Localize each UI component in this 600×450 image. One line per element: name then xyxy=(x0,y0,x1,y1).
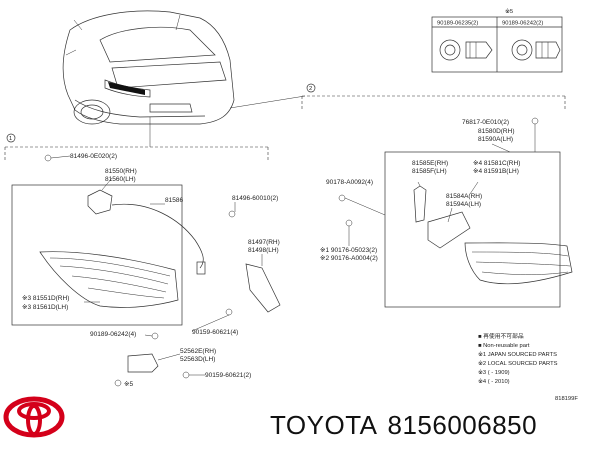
label-81496-0E020: 81496-0E020(2) xyxy=(70,153,117,160)
legend-line-2: ■ Non-reusable part xyxy=(478,343,530,349)
label-81584A: 81584A(RH) xyxy=(446,193,482,200)
car-rear-illustration xyxy=(62,10,235,125)
label-81594A: 81594A(LH) xyxy=(446,201,481,208)
inset-part-1: 90189-06235(2) xyxy=(437,21,478,27)
left-group: 81496-0E020(2) 81550(RH) 81560(LH) 81586… xyxy=(11,153,281,388)
legend-line-3: ※1 JAPAN SOURCED PARTS xyxy=(478,351,557,358)
label-90178-A0092: 90178-A0092(4) xyxy=(326,179,373,186)
label-90176-A0004: ※2 90176-A0004(2) xyxy=(320,255,378,262)
label-52563D: 52563D(LH) xyxy=(180,356,215,363)
inset-note: ※5 xyxy=(505,8,513,15)
part-number: 8156006850 xyxy=(387,410,538,440)
legend-line-5: ※3 ( - 1909) xyxy=(478,369,510,376)
label-90159-60621-4: 90159-60621(4) xyxy=(192,329,238,336)
label-52562E: 52562E(RH) xyxy=(180,348,216,355)
brand-name: TOYOTA xyxy=(270,410,378,440)
callout-1-label: 1 xyxy=(9,136,12,142)
label-81560: 81560(LH) xyxy=(105,176,136,183)
label-81585F: 81585F(LH) xyxy=(412,168,447,175)
label-81497: 81497(RH) xyxy=(248,239,280,246)
label-81551D: ※3 81551D(RH) xyxy=(22,295,69,302)
label-81496-60010: 81496-60010(2) xyxy=(232,195,278,202)
inset-part-2: 90189-06242(2) xyxy=(502,21,543,27)
label-90159-60621-2: 90159-60621(2) xyxy=(205,372,251,379)
figure-code: 818199F xyxy=(555,396,578,402)
label-90189-06242: 90189-06242(4) xyxy=(90,331,136,338)
toyota-logo xyxy=(3,396,65,438)
label-81580D: 81580D(RH) xyxy=(478,128,515,135)
right-group: 76817-0E010(2) 81580D(RH) 81590A(LH) 815… xyxy=(320,117,573,308)
label-note-5: ※5 xyxy=(124,381,133,388)
label-81581C: ※4 81581C(RH) xyxy=(473,160,520,167)
callout-2-label: 2 xyxy=(309,86,312,92)
label-81561D: ※3 81561D(LH) xyxy=(22,304,68,311)
callout-1: 1 xyxy=(4,117,269,160)
label-81591B: ※4 81591B(LH) xyxy=(473,168,519,175)
label-81585E: 81585E(RH) xyxy=(412,160,448,167)
callout-2: 2 xyxy=(229,83,566,110)
label-81590A: 81590A(LH) xyxy=(478,136,513,143)
label-76817-0E010: 76817-0E010(2) xyxy=(462,119,509,126)
inset-bolts: ※5 90189-06235(2) 90189-06242(2) xyxy=(431,8,563,73)
label-81586: 81586 xyxy=(165,197,183,204)
label-81498: 81498(LH) xyxy=(248,247,279,254)
label-81550: 81550(RH) xyxy=(105,168,137,175)
label-90176-05023: ※1 90176-05023(2) xyxy=(320,247,377,254)
brand-title: TOYOTA 8156006850 xyxy=(270,410,537,441)
legend: ■ 再使用不可部品 ■ Non-reusable part ※1 JAPAN S… xyxy=(478,332,578,402)
legend-line-6: ※4 ( - 2010) xyxy=(478,378,510,385)
legend-line-1: ■ 再使用不可部品 xyxy=(478,332,524,340)
legend-line-4: ※2 LOCAL SOURCED PARTS xyxy=(478,360,558,367)
